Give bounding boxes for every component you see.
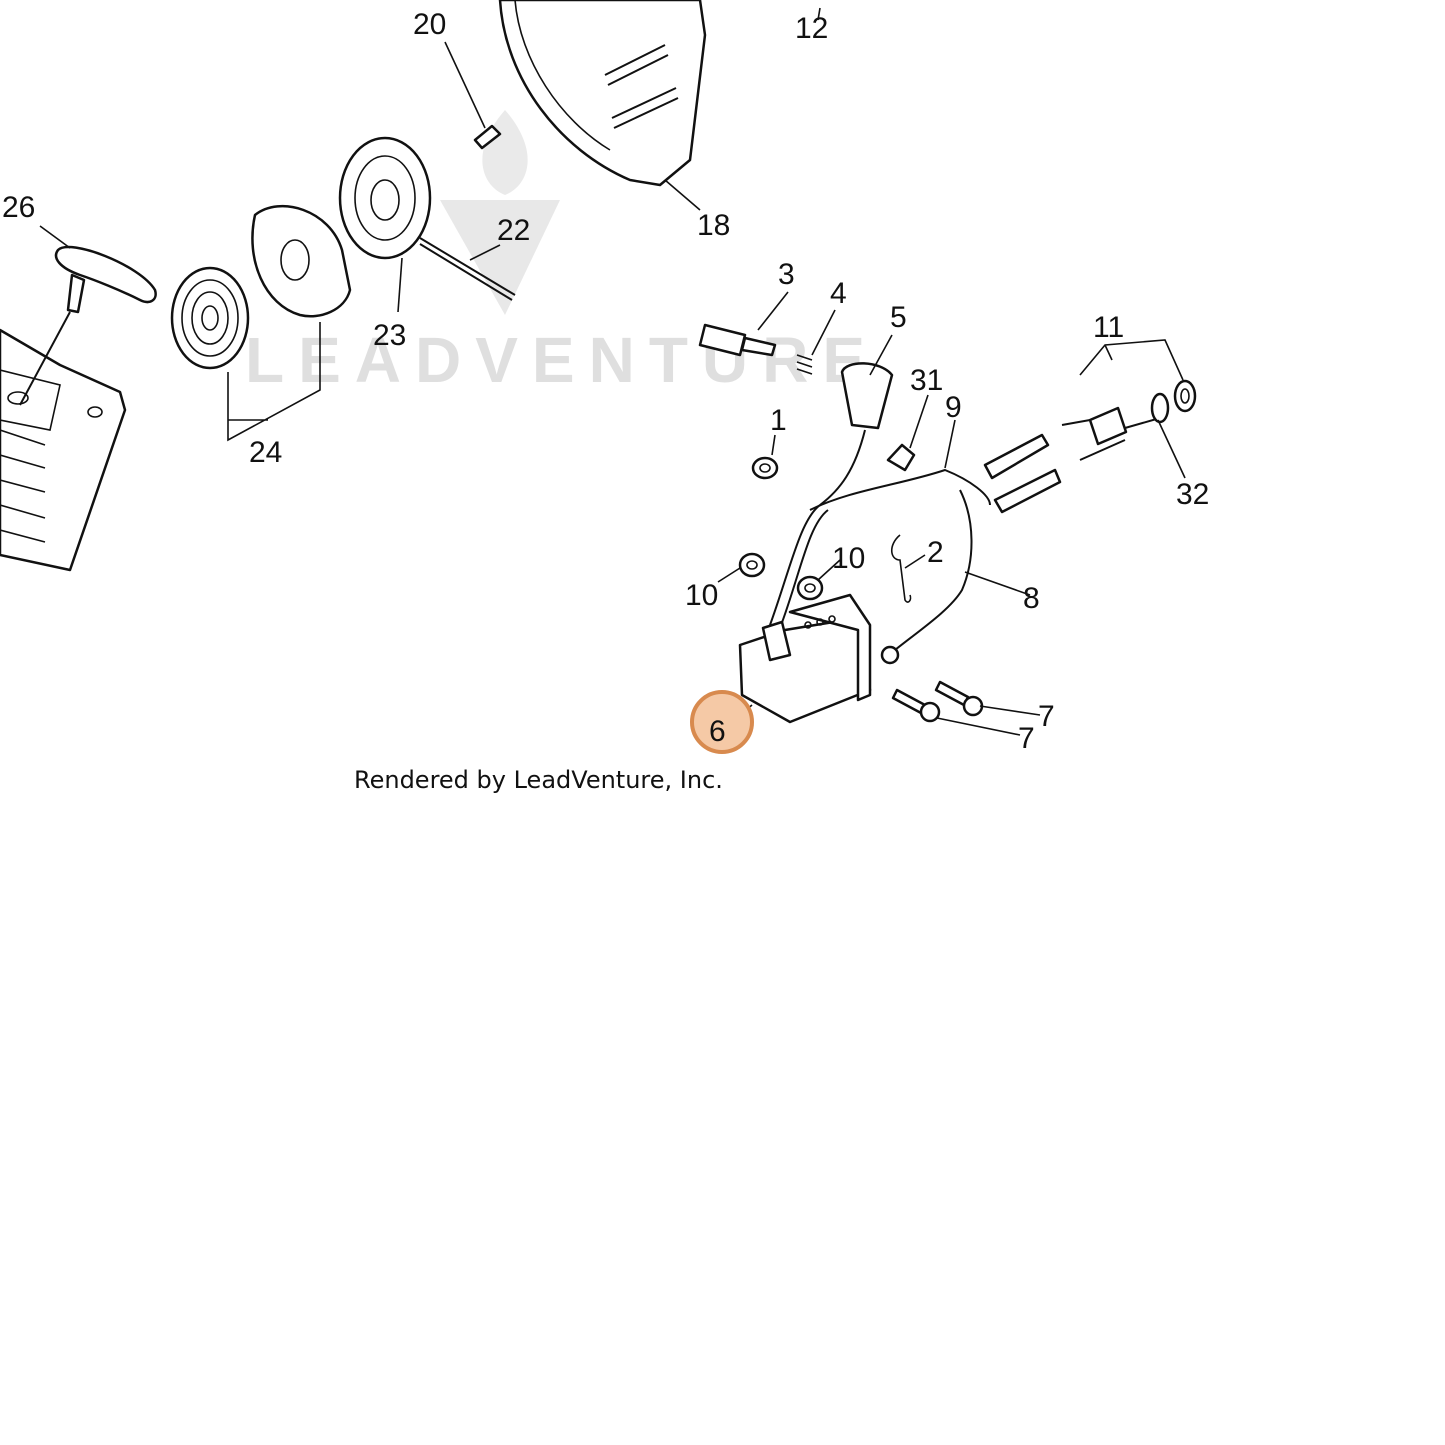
rewind-spring-part[interactable] bbox=[170, 266, 250, 370]
callout-31[interactable]: 31 bbox=[910, 364, 943, 397]
starter-handle-part[interactable] bbox=[19, 245, 157, 406]
selected-part-highlight[interactable] bbox=[690, 690, 754, 754]
spark-plug-part[interactable] bbox=[698, 323, 777, 357]
screw-7a-part[interactable] bbox=[934, 680, 984, 717]
callout-2[interactable]: 2 bbox=[927, 536, 944, 569]
callout-22[interactable]: 22 bbox=[497, 214, 530, 247]
starter-housing-part[interactable] bbox=[0, 328, 127, 572]
wire-harness-part[interactable] bbox=[769, 429, 1062, 665]
watermark-logo-icon bbox=[440, 200, 560, 315]
nut-10b-part[interactable] bbox=[796, 575, 824, 601]
callout-3[interactable]: 3 bbox=[778, 258, 795, 291]
screw-20-part[interactable] bbox=[473, 124, 502, 150]
spring-assembly-part[interactable] bbox=[1061, 379, 1197, 461]
nut-10a-part[interactable] bbox=[738, 552, 766, 578]
hook-part[interactable] bbox=[890, 534, 912, 603]
grommet-part[interactable] bbox=[751, 456, 779, 480]
callout-7a[interactable]: 7 bbox=[1038, 700, 1055, 733]
callout-18[interactable]: 18 bbox=[697, 209, 730, 242]
callout-24[interactable]: 24 bbox=[249, 436, 282, 469]
grommet-31-part[interactable] bbox=[886, 443, 916, 472]
ignition-coil-part[interactable] bbox=[738, 593, 872, 724]
plug-boot-part[interactable] bbox=[840, 362, 894, 430]
callout-11[interactable]: 11 bbox=[1093, 311, 1124, 344]
watermark-text: LEADVENTURE bbox=[245, 324, 879, 396]
rope-pulley-part[interactable] bbox=[338, 136, 516, 301]
callout-6[interactable]: 6 bbox=[709, 715, 726, 748]
callout-32[interactable]: 32 bbox=[1176, 478, 1209, 511]
callout-5[interactable]: 5 bbox=[890, 301, 907, 334]
callout-4[interactable]: 4 bbox=[830, 277, 847, 310]
spring-housing-part[interactable] bbox=[251, 205, 352, 318]
spring-4-part[interactable] bbox=[796, 354, 813, 375]
callout-7b[interactable]: 7 bbox=[1018, 722, 1035, 755]
callout-20[interactable]: 20 bbox=[413, 8, 446, 41]
callout-10b[interactable]: 10 bbox=[832, 542, 865, 575]
callout-8[interactable]: 8 bbox=[1023, 582, 1040, 615]
watermark: LEADVENTURE bbox=[245, 110, 879, 396]
screw-7b-part[interactable] bbox=[891, 688, 941, 723]
watermark-flame-icon bbox=[482, 110, 528, 195]
fan-cover-part[interactable] bbox=[498, 0, 707, 187]
callout-10a[interactable]: 10 bbox=[685, 579, 718, 612]
callout-labels: 12 20 26 22 18 23 24 3 4 5 11 31 9 1 32 … bbox=[2, 8, 1209, 755]
render-credit: Rendered by LeadVenture, Inc. bbox=[354, 766, 723, 794]
callout-23[interactable]: 23 bbox=[373, 319, 406, 352]
callout-26[interactable]: 26 bbox=[2, 191, 35, 224]
callout-12[interactable]: 12 bbox=[795, 12, 828, 45]
callout-9[interactable]: 9 bbox=[945, 391, 962, 424]
callout-1[interactable]: 1 bbox=[770, 404, 787, 437]
